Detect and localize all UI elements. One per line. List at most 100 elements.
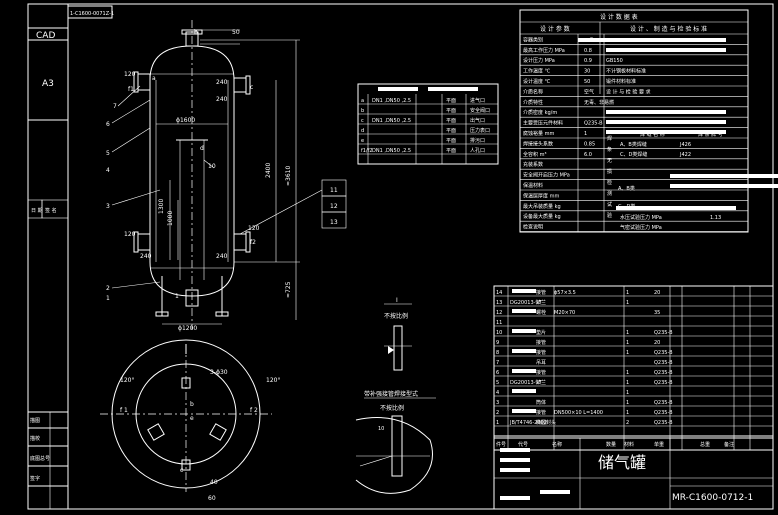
weld-detail-title: 带补强接管焊接型式 bbox=[364, 390, 418, 398]
design-param-label: 工作温度 ℃ bbox=[523, 68, 551, 75]
label-f1: f1 bbox=[128, 86, 134, 93]
nozzle-a bbox=[137, 73, 151, 91]
size-label: A3 bbox=[42, 79, 54, 89]
detail-I-title: I bbox=[396, 297, 398, 304]
title-block[interactable]: 储气罐 MR-C1600-0712-1 bbox=[493, 437, 774, 510]
svg-text:签 名: 签 名 bbox=[45, 207, 57, 214]
weld-h1: 焊 缝 名 称 bbox=[640, 131, 665, 138]
drawing-title: 储气罐 bbox=[598, 453, 646, 472]
design-param-label: 介质密度 kg/m bbox=[523, 109, 557, 116]
bom-item-name: 吊耳 bbox=[536, 360, 546, 366]
bom-item-no: 3 bbox=[496, 400, 499, 406]
design-param-label: 检查说明 bbox=[523, 224, 543, 231]
nozzle-row-purpose: 排污口 bbox=[470, 137, 485, 144]
nozzle-row-face: 平面 bbox=[446, 148, 456, 154]
bom-item-name: 筒体 bbox=[536, 399, 546, 406]
nozzle-row-label: b bbox=[361, 108, 364, 114]
svg-text:40: 40 bbox=[210, 479, 218, 486]
svg-text:240: 240 bbox=[216, 79, 228, 86]
dim-1600: ϕ1600 bbox=[176, 117, 195, 124]
side-label: 无 bbox=[607, 158, 612, 164]
test1-label: 水压试验压力 MPa bbox=[620, 214, 662, 221]
design-param-value: Q235-B bbox=[584, 121, 603, 127]
nozzle-row-spec: DN1 ,DN50 ,2.5 bbox=[372, 148, 411, 154]
bom-item-qty: 1 bbox=[626, 290, 629, 296]
svg-text:f 2: f 2 bbox=[250, 407, 258, 414]
bottom-head bbox=[149, 261, 235, 297]
weld-std-cd: J422 bbox=[679, 152, 691, 158]
design-param-value: 0.85 bbox=[584, 141, 595, 147]
design-param-label: 腐蚀裕量 mm bbox=[523, 130, 554, 137]
bom-item-no: 13 bbox=[496, 300, 502, 306]
nozzle-row-label: a bbox=[361, 98, 364, 104]
nozzle-row-purpose: 人孔口 bbox=[470, 147, 485, 154]
design-param-label: 容器类别 bbox=[523, 36, 543, 43]
strip-label: 底图总号 bbox=[30, 455, 50, 462]
nozzle-row-spec: DN1 ,DN50 ,2.5 bbox=[372, 118, 411, 124]
dim-725: ≈725 bbox=[285, 281, 292, 298]
bom-item-name: 椭圆封头 bbox=[536, 419, 556, 426]
design-param-label: 充装系数 bbox=[523, 161, 543, 168]
dim-120-tl: 120 bbox=[124, 71, 136, 78]
strip-label: 签字 bbox=[30, 475, 40, 482]
bom-item-no: 2 bbox=[496, 410, 499, 416]
bom-item-mat: Q235-B bbox=[654, 360, 673, 366]
drawing-no-top: 1-C1600-0071Z-1 bbox=[70, 11, 114, 17]
detail-I[interactable]: I 不按比例 bbox=[384, 297, 412, 371]
bom-item-mat: 35 bbox=[654, 310, 660, 316]
bom-item-no: 10 bbox=[496, 330, 502, 336]
svg-text:1: 1 bbox=[175, 293, 179, 300]
bom-item-mat: Q235-B bbox=[654, 330, 673, 336]
weld-detail[interactable]: 带补强接管焊接型式 不按比例 10 bbox=[355, 390, 436, 494]
detail-I-scale: 不按比例 bbox=[384, 312, 408, 320]
dim-3610: ≈3610 bbox=[285, 166, 292, 186]
dim-1300: 1300 bbox=[158, 199, 165, 214]
callout-1: 1 bbox=[106, 295, 110, 302]
bom-header: 总重 bbox=[700, 441, 710, 448]
nozzle-f1 bbox=[137, 233, 151, 251]
bom-item-mat: Q235-B bbox=[654, 400, 673, 406]
nozzle-row-purpose: 出气口 bbox=[470, 117, 485, 124]
bom-header: 名称 bbox=[552, 441, 562, 448]
strip-label: 描校 bbox=[30, 435, 40, 442]
vessel-elevation[interactable]: b 50 f1 120 a c 240 240 ϕ1600 d 10 1300 … bbox=[106, 20, 347, 332]
bom-item-qty: 2 bbox=[626, 420, 629, 426]
bom-item-no: 1 bbox=[496, 420, 499, 426]
nozzle-row-label: f1/f2 bbox=[361, 148, 373, 154]
dim-1200: ϕ1200 bbox=[178, 325, 197, 332]
bom-item-no: 9 bbox=[496, 340, 499, 346]
bom-item-name: 法兰 bbox=[536, 299, 546, 306]
design-param-label: 最高工作压力 MPa bbox=[523, 47, 565, 54]
side-label: 条 bbox=[607, 146, 612, 153]
ndt-ab: A、B类 bbox=[618, 185, 635, 192]
nozzle-row-purpose: 压力表口 bbox=[470, 127, 490, 134]
design-param-label: 介质名称 bbox=[523, 88, 543, 95]
plan-view[interactable]: 120° 120° 3-ϕ30 f 1 f 2 b e c 40 60 bbox=[100, 339, 280, 502]
design-standard: GB150 bbox=[606, 58, 623, 64]
side-label: 损 bbox=[607, 168, 612, 175]
svg-text:日 期: 日 期 bbox=[31, 208, 43, 214]
callout-2: 2 bbox=[106, 285, 110, 292]
bom-header: 单重 bbox=[654, 441, 664, 448]
bom-item-name: 螺栓 bbox=[536, 309, 546, 316]
callout-4: 4 bbox=[106, 167, 110, 174]
svg-text:f 1: f 1 bbox=[120, 407, 128, 414]
design-standard: 不计钢板材料标准 bbox=[606, 68, 646, 75]
svg-text:设 计 、 制 造 与 检 验 标 准: 设 计 、 制 造 与 检 验 标 准 bbox=[630, 25, 707, 33]
design-param-label: 保温层厚度 mm bbox=[523, 192, 559, 199]
nozzle-row-face: 平面 bbox=[446, 118, 456, 124]
bom-item-name: 接管 bbox=[536, 289, 546, 296]
bom-item-qty: 1 bbox=[626, 390, 629, 396]
cad-label: CAD bbox=[36, 31, 55, 41]
design-data-table[interactable]: 设 计 数 据 表 设 计 参 数 设 计 、 制 造 与 检 验 标 准 容器… bbox=[519, 9, 778, 233]
side-label: 验 bbox=[607, 212, 612, 219]
design-param-label: 主要受压元件材料 bbox=[523, 120, 563, 127]
bom-item-no: 7 bbox=[496, 360, 499, 366]
bom-item-no: 6 bbox=[496, 370, 499, 376]
bom-item-no: 5 bbox=[496, 380, 499, 386]
weld-h2: 焊 条 牌 号 bbox=[698, 131, 723, 138]
bom-item-mat: Q235-B bbox=[654, 380, 673, 386]
